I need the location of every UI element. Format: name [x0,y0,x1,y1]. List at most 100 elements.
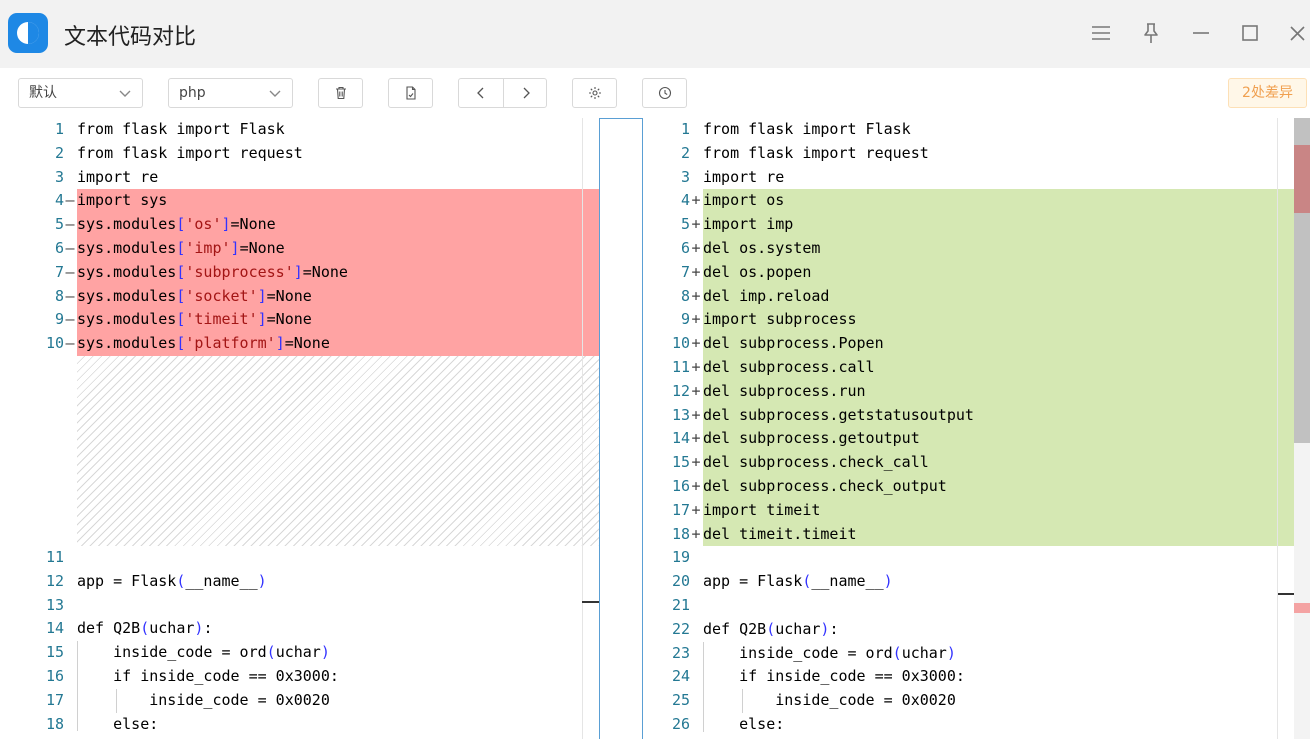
code-text: del subprocess.getstatusoutput [703,406,974,424]
code-line: 9—sys.modules['timeit']=None [0,308,599,332]
next-diff-button[interactable] [504,79,547,107]
cursor-marker [582,601,599,603]
app-logo-icon [8,13,48,53]
close-icon[interactable] [1282,18,1310,48]
line-number: 6 [680,239,690,257]
indent-guide [116,688,117,713]
code-line: 8—sys.modules['socket']=None [0,285,599,309]
code-text: def Q2B(uchar): [703,620,839,638]
diff-marker: + [691,525,701,543]
gear-icon [588,87,601,99]
code-line: 4—import sys [0,189,599,213]
file-icon [405,86,416,100]
line-number: 9 [54,310,64,328]
diff-marker: + [691,287,701,305]
line-number: 8 [54,287,64,305]
line-number: 26 [671,715,690,733]
code-text: from flask import request [77,144,303,162]
line-number: 25 [671,691,690,709]
line-number: 8 [680,287,690,305]
diff-overview-marker [1294,145,1310,213]
diff-count-badge: 2处差异 [1228,78,1307,108]
code-text: import sys [77,191,168,209]
code-text: sys.modules['imp']=None [77,239,285,257]
code-text: del subprocess.getoutput [703,429,920,447]
chevron-down-icon [119,90,131,97]
menu-icon[interactable] [1086,18,1116,48]
maximize-icon[interactable] [1235,18,1265,48]
code-line: 7+del os.popen [643,261,1294,285]
line-number: 13 [45,596,64,614]
code-text: import imp [703,215,794,233]
inserted-block [703,189,1294,546]
clear-button[interactable] [318,78,363,108]
code-text: else: [77,715,159,733]
code-line: 15+del subprocess.check_call [643,451,1294,475]
chevron-left-icon [477,87,484,99]
diff-marker: — [65,239,75,257]
code-line: 18 else: [0,713,599,737]
line-number: 10 [671,334,690,352]
code-text: del subprocess.call [703,358,875,376]
code-line: 19 [643,546,1294,570]
code-text: del os.system [703,239,821,257]
diff-marker: — [65,334,75,352]
mode-select[interactable]: 默认 [18,78,143,108]
code-text: sys.modules['os']=None [77,215,276,233]
pin-icon[interactable] [1136,18,1166,48]
open-file-button[interactable] [388,78,433,108]
language-select[interactable]: php [168,78,293,108]
code-text: inside_code = 0x0020 [77,691,330,709]
code-line: 18+del timeit.timeit [643,523,1294,547]
prev-diff-button[interactable] [459,79,503,107]
deleted-block [77,189,599,356]
line-number: 9 [680,310,690,328]
app-title: 文本代码对比 [64,25,197,50]
diff-marker: + [691,358,701,376]
line-number: 18 [671,525,690,543]
code-line: 23 inside_code = ord(uchar) [643,642,1294,666]
diff-marker: — [65,215,75,233]
code-line: 13 [0,594,599,618]
code-line: 11+del subprocess.call [643,356,1294,380]
code-line: 25 inside_code = 0x0020 [643,689,1294,713]
diff-marker: — [65,287,75,305]
code-line: 26 else: [643,713,1294,737]
line-number: 18 [45,715,64,733]
code-line: 16 if inside_code == 0x3000: [0,665,599,689]
line-number: 16 [671,477,690,495]
code-line: 14+del subprocess.getoutput [643,427,1294,451]
code-line: 17 inside_code = 0x0020 [0,689,599,713]
code-line: 24 if inside_code == 0x3000: [643,665,1294,689]
line-number: 3 [54,168,64,186]
diff-marker: + [691,406,701,424]
diff-marker: + [691,382,701,400]
code-text: import os [703,191,785,209]
code-line: 11 [0,546,599,570]
code-text: del imp.reload [703,287,830,305]
code-line: 8+del imp.reload [643,285,1294,309]
code-text: import re [703,168,785,186]
line-number: 1 [54,120,64,138]
settings-button[interactable] [572,78,617,108]
code-text: import subprocess [703,310,857,328]
line-number: 4 [54,191,64,209]
code-line: 10+del subprocess.Popen [643,332,1294,356]
title-bar: 文本代码对比 [0,0,1310,68]
line-number: 2 [680,144,690,162]
code-text: inside_code = ord(uchar) [77,643,330,661]
history-button[interactable] [642,78,687,108]
code-line: 6—sys.modules['imp']=None [0,237,599,261]
minimize-icon[interactable] [1186,18,1216,48]
alignment-placeholder [77,356,599,546]
center-gutter [599,118,643,739]
cursor-marker [1278,593,1294,595]
code-line: 15 inside_code = ord(uchar) [0,641,599,665]
line-number: 11 [45,548,64,566]
